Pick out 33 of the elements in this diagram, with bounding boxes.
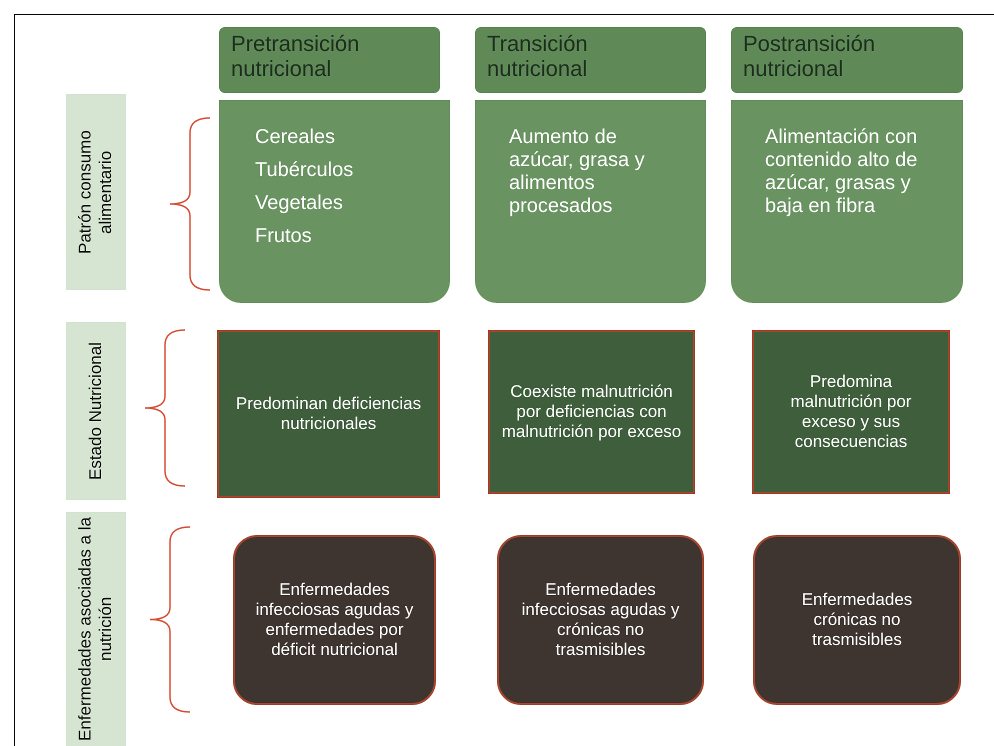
status-text: Coexiste malnutrición por deficiencias con malnutrición por exceso bbox=[500, 382, 682, 442]
disease-box bbox=[497, 535, 704, 705]
disease-text: Enfermedades crónicas no trasmisibles bbox=[800, 590, 914, 650]
header-text: Pretransición nutricional bbox=[231, 31, 360, 82]
disease-text: Enfermedades infecciosas agudas y enfermedades por déficit nutricional bbox=[254, 580, 414, 660]
pattern-panel bbox=[219, 100, 450, 303]
panel-text: Aumento de azúcar, grasa y alimentos procesados bbox=[509, 126, 646, 218]
status-text: Predominan deficiencias nutricionales bbox=[234, 394, 422, 434]
row-header bbox=[66, 512, 126, 746]
stage-header bbox=[731, 27, 963, 93]
status-box bbox=[752, 330, 950, 494]
list-item: Cereales bbox=[255, 126, 336, 149]
pattern-panel bbox=[731, 100, 963, 303]
row-title: Estado Nutricional bbox=[86, 342, 106, 480]
stage-header bbox=[219, 27, 440, 93]
disease-text: Enfermedades infecciosas agudas y crónicas no trasmisibles bbox=[520, 580, 680, 660]
disease-box bbox=[753, 535, 961, 705]
header-text: Postransición nutricional bbox=[743, 31, 876, 82]
status-box bbox=[217, 330, 440, 498]
list-item: Frutos bbox=[255, 225, 312, 248]
row-title: Patrón consumo alimentario bbox=[76, 129, 116, 256]
list-item: Tubérculos bbox=[255, 159, 354, 182]
status-box bbox=[488, 330, 695, 494]
row-header bbox=[66, 322, 126, 500]
panel-text: Alimentación con contenido alto de azúcar, grasas y baja en fibra bbox=[765, 126, 918, 218]
disease-box bbox=[233, 535, 436, 705]
pattern-panel bbox=[475, 100, 706, 303]
status-text: Predomina malnutrición por exceso y sus consecuencias bbox=[790, 372, 912, 452]
row-header bbox=[66, 94, 126, 290]
row-title: Enfermedades asociadas a la nutrición bbox=[76, 516, 116, 742]
list-item: Vegetales bbox=[255, 192, 343, 215]
header-text: Transición nutricional bbox=[487, 31, 589, 82]
stage-header bbox=[475, 27, 706, 93]
